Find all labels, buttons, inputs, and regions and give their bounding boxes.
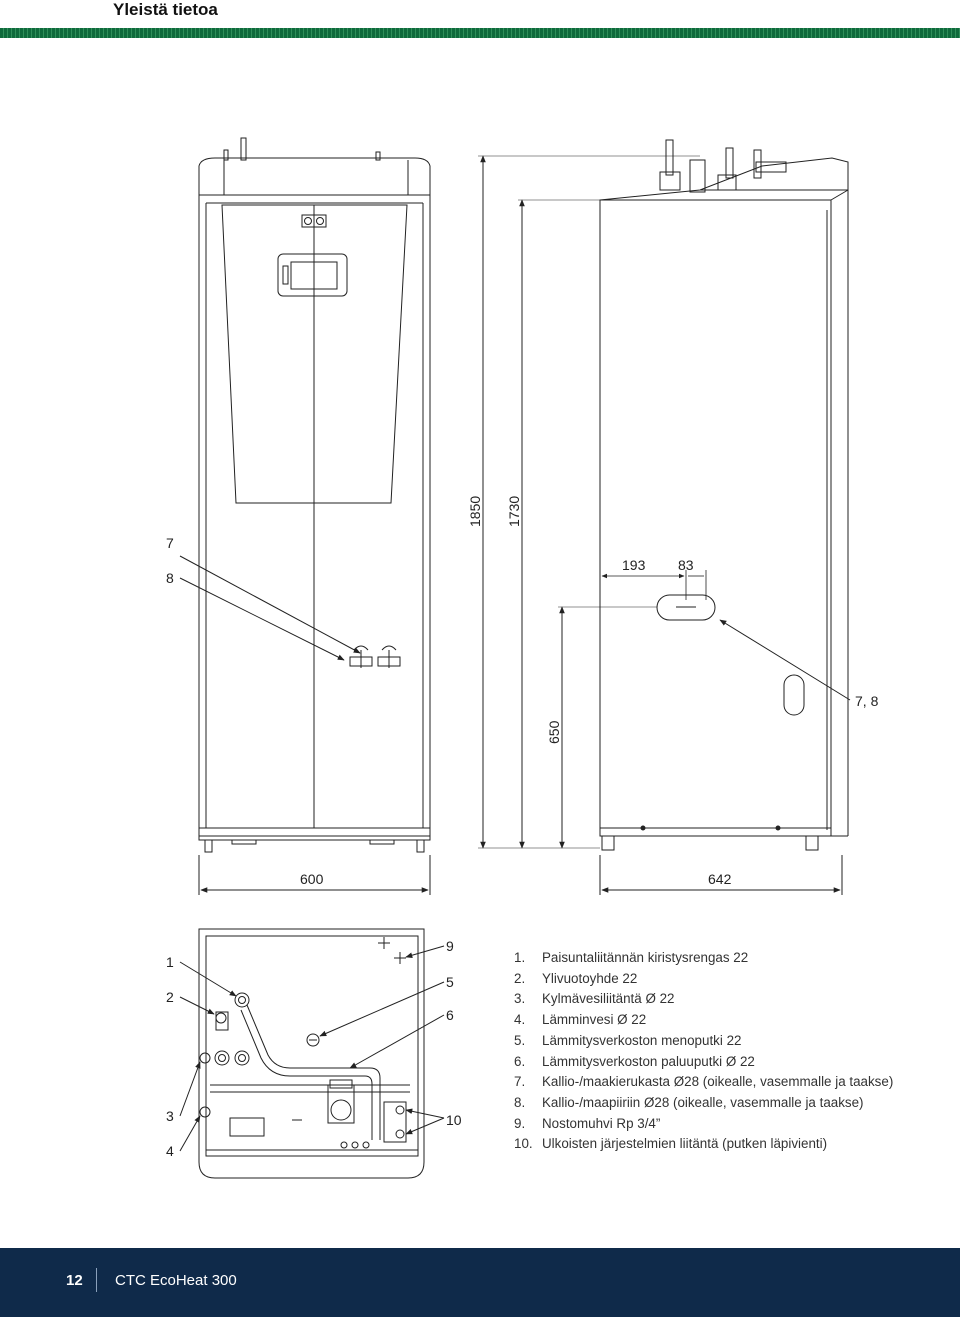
bottom-callout-6: 6 <box>446 1007 454 1023</box>
side-height-body: 1730 <box>506 496 522 527</box>
technical-drawing: 7 8 600 1850 17 <box>166 137 879 1179</box>
legend-item: 2.Ylivuotoyhde 22 <box>514 970 638 986</box>
front-control-door <box>221 204 408 504</box>
legend-item: 1.Paisuntaliitännän kiristysrengas 22 <box>514 950 749 965</box>
page-footer <box>0 1248 960 1317</box>
side-body <box>599 199 832 837</box>
legend-item: 3.Kylmävesiliitäntä Ø 22 <box>514 991 675 1007</box>
bottom-outline <box>198 928 425 1179</box>
side-view <box>599 139 849 851</box>
legend-item: 9.Nostomuhvi Rp 3/4” <box>514 1115 661 1131</box>
page-section-title: Yleistä tietoa <box>113 0 218 19</box>
front-top-cap <box>198 157 431 196</box>
front-top-pipe <box>240 137 247 161</box>
bottom-callout-1: 1 <box>166 954 174 970</box>
legend-item: 4.Lämminvesi Ø 22 <box>514 1012 647 1028</box>
header-accent-bar <box>0 28 960 38</box>
front-display <box>290 261 338 290</box>
bottom-callout-5: 5 <box>446 974 454 990</box>
side-height-opening: 650 <box>546 720 562 744</box>
page-number: 12 <box>66 1272 83 1289</box>
front-pipe-fittings <box>349 645 401 668</box>
side-depth-label: 642 <box>708 871 732 887</box>
bottom-view <box>198 928 425 1179</box>
side-opening-lower <box>783 674 805 716</box>
legend-item: 6.Lämmitysverkoston paluuputki Ø 22 <box>514 1053 755 1069</box>
front-callout-8: 8 <box>166 570 174 586</box>
legend-item: 8.Kallio-/maapiiriin Ø28 (oikealle, vase… <box>514 1094 864 1110</box>
bottom-callout-3: 3 <box>166 1108 174 1124</box>
side-offset-193: 193 <box>622 557 646 573</box>
bottom-callout-10: 10 <box>446 1112 462 1128</box>
bottom-callout-4: 4 <box>166 1143 174 1159</box>
front-callout-7: 7 <box>166 535 174 551</box>
legend-list: 1.Paisuntaliitännän kiristysrengas 22 2.… <box>514 948 954 1155</box>
bottom-callout-9: 9 <box>446 938 454 954</box>
legend-item: 5.Lämmitysverkoston menoputki 22 <box>514 1032 742 1048</box>
side-height-total: 1850 <box>467 496 483 527</box>
front-width-label: 600 <box>300 871 324 887</box>
bottom-callout-2: 2 <box>166 989 174 1005</box>
side-offset-83: 83 <box>678 557 694 573</box>
legend-item: 7.Kallio-/maakierukasta Ø28 (oikealle, v… <box>514 1074 894 1090</box>
footer-divider <box>96 1268 97 1292</box>
legend-item: 10.Ulkoisten järjestelmien liitäntä (put… <box>514 1136 828 1152</box>
side-callout-7-8: 7, 8 <box>855 693 879 709</box>
product-name: CTC EcoHeat 300 <box>115 1272 237 1289</box>
front-view <box>198 137 431 853</box>
front-body <box>198 194 431 837</box>
